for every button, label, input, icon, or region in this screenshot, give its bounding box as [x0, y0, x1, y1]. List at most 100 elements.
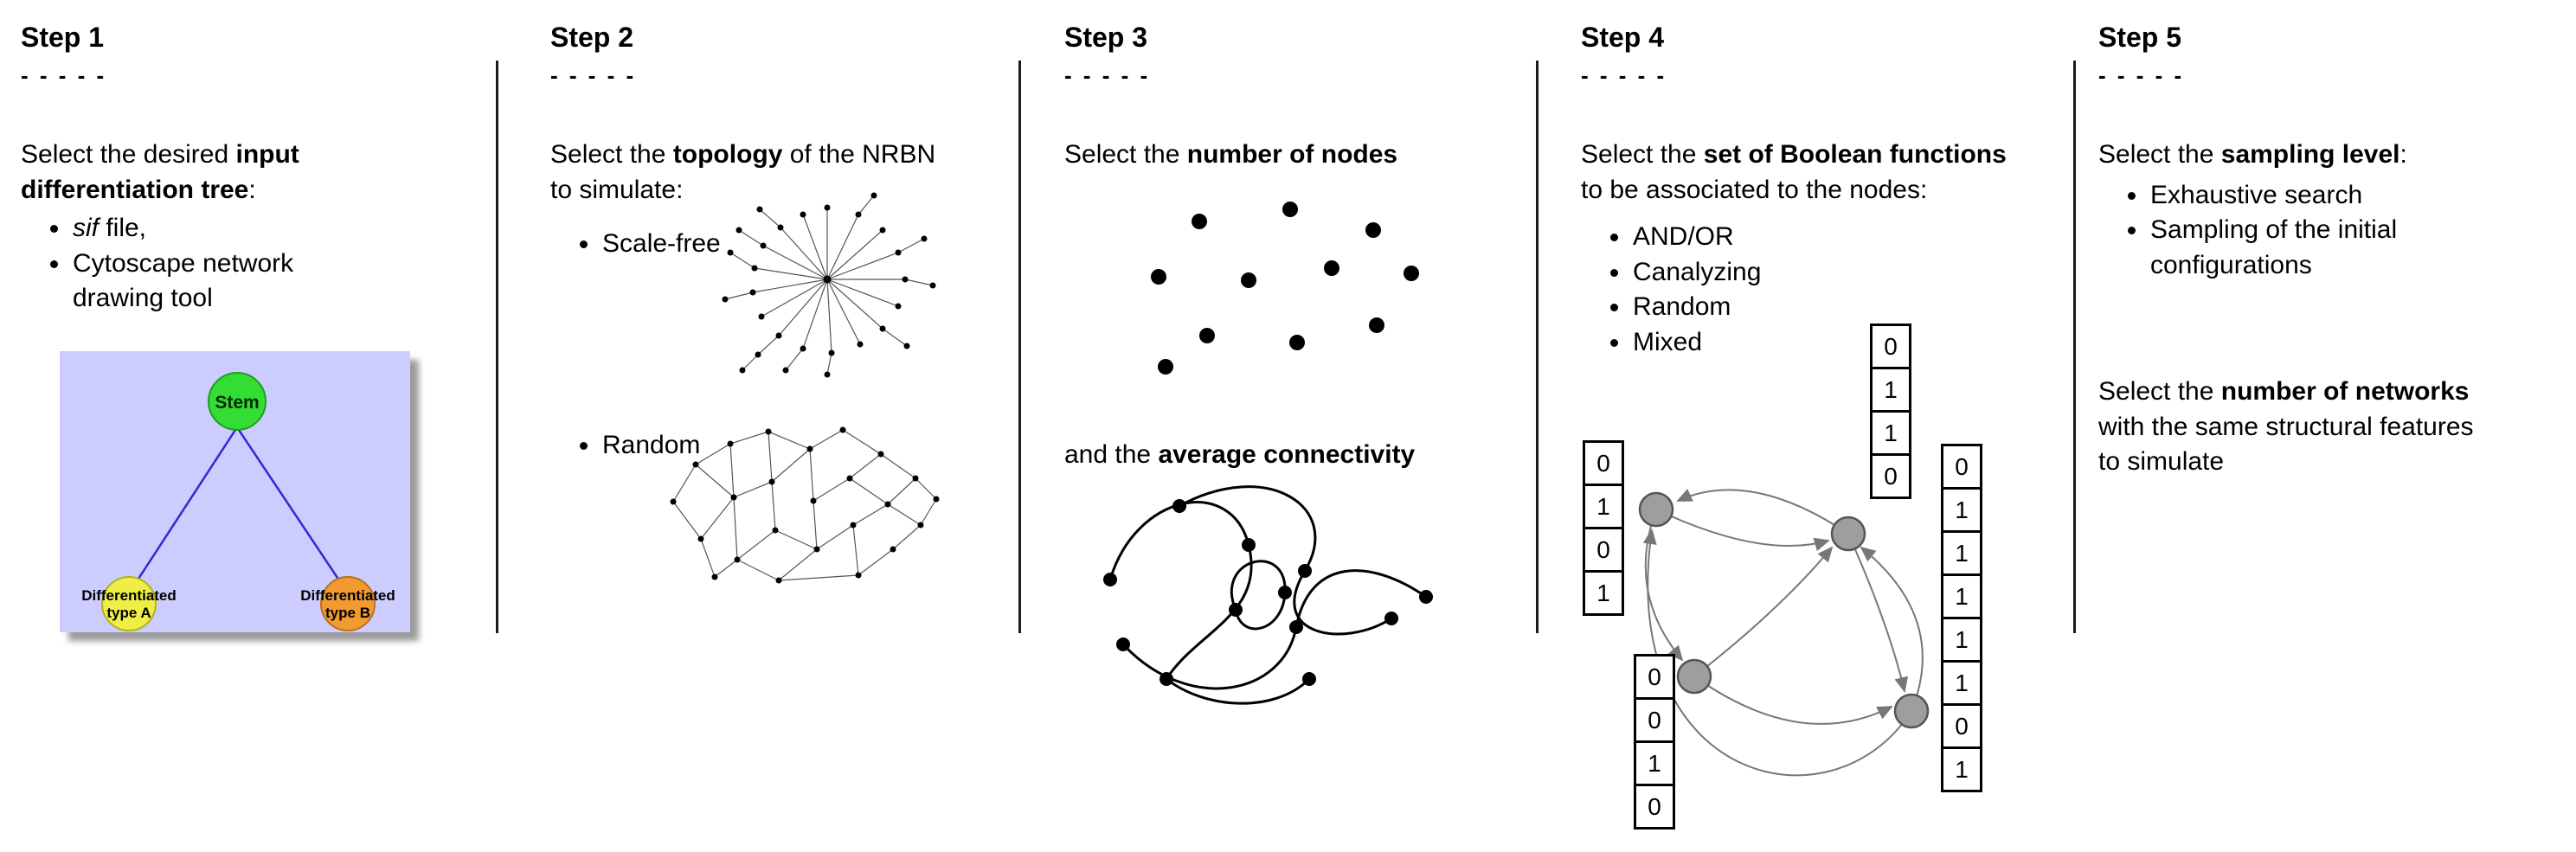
text-segment: of the NRBN to simulate:: [550, 140, 936, 204]
nodes-dots-image: [1117, 197, 1446, 392]
step1-title: Step 1: [21, 22, 105, 53]
truth-table-cell: 1: [1941, 487, 1982, 533]
boolean-network-arrows: [1642, 489, 1924, 777]
step2-dashes: - - - - -: [550, 62, 637, 88]
text-segment-bold: average connectivity: [1158, 439, 1416, 469]
boolean-network-nodes: [1638, 491, 1930, 729]
step3-paragraph-2: and the average connectivity: [1064, 438, 1545, 473]
column-divider: [2073, 61, 2076, 633]
text-segment: file,: [99, 214, 147, 242]
step4-bullet-list: AND/OR Canalyzing Random Mixed: [1581, 220, 2070, 360]
type-b-label-line1: Differentiated: [300, 587, 395, 604]
step5-dashes: - - - - -: [2098, 62, 2185, 88]
text-segment: to be associated to the nodes:: [1581, 175, 1928, 204]
step2-paragraph: Select the topology of the NRBN to simul…: [550, 138, 957, 208]
step2-column: Step 2 - - - - - Select the topology of …: [550, 22, 1022, 826]
truth-table-cell: 0: [1634, 654, 1675, 700]
connectivity-svg: [1103, 485, 1433, 705]
step3-column: Step 3 - - - - - Select the number of no…: [1064, 22, 1545, 826]
truth-table-cell: 0: [1583, 527, 1624, 573]
truth-table-cell: 1: [1870, 367, 1911, 413]
step4-column: Step 4 - - - - - Select the set of Boole…: [1581, 22, 2070, 850]
bullet-item-sampling: Sampling of the initial configurations: [2149, 213, 2470, 283]
boolean-node-c: [1676, 658, 1712, 695]
truth-table-top: 0 1 1 0: [1870, 324, 1911, 499]
differentiation-tree-svg: Stem Differentiated type A Differentiate…: [60, 350, 410, 632]
random-nodes: [670, 426, 940, 584]
text-segment-bold: number of nodes: [1186, 140, 1398, 169]
step4-dashes: - - - - -: [1581, 62, 1667, 88]
truth-table-cell: 0: [1941, 703, 1982, 749]
type-a-label-line2: type A: [106, 605, 151, 621]
boolean-node-a: [1638, 491, 1674, 528]
bullet-item-random: Random: [601, 428, 1022, 464]
truth-table-cell: 0: [1583, 440, 1624, 486]
connectivity-curves: [1108, 485, 1427, 705]
tree-edge-left: [127, 426, 239, 594]
step5-paragraph-1: Select the sampling level:: [2098, 138, 2566, 173]
stem-node: [208, 371, 267, 431]
step1-paragraph: Select the desired input differentiation…: [21, 138, 427, 208]
truth-table-cell: 1: [1941, 746, 1982, 792]
column-divider: [1018, 61, 1021, 633]
step2-bullet-list-1: Scale-free: [550, 227, 1022, 262]
bullet-item-exhaustive: Exhaustive search: [2149, 178, 2470, 214]
random-network-image: [658, 411, 952, 597]
connectivity-image: [1084, 458, 1448, 722]
text-segment-bold: number of networks: [2220, 377, 2470, 406]
step2-bullet-list-2: Random: [550, 428, 1022, 464]
truth-table-cell: 1: [1941, 660, 1982, 706]
text-segment: Select the: [1581, 140, 1704, 169]
stem-label: Stem: [215, 393, 259, 413]
truth-table-cell: 0: [1941, 444, 1982, 490]
scatter-dots: [1151, 202, 1419, 375]
bullet-item-and-or: AND/OR: [1631, 220, 2070, 255]
random-network-svg: [670, 426, 940, 584]
scale-free-nodes: [722, 192, 936, 378]
truth-table-cell: 1: [1634, 740, 1675, 786]
step5-paragraph-2: Select the number of networks with the s…: [2098, 375, 2496, 480]
bullet-item-random-fn: Random: [1631, 290, 2070, 325]
step3-paragraph-1: Select the number of nodes: [1064, 138, 1545, 173]
step1-dashes: - - - - -: [21, 62, 107, 88]
text-segment: Select the desired: [21, 140, 236, 169]
bullet-item-sif-file: sif file,: [71, 211, 350, 247]
step1-bullet-list: sif file, Cytoscape network drawing tool: [21, 211, 350, 317]
type-a-label-line1: Differentiated: [81, 587, 177, 604]
step3-title: Step 3: [1064, 22, 1148, 53]
scale-free-network-image: [697, 189, 957, 388]
random-edges: [672, 429, 937, 581]
nodes-dots-svg: [1151, 202, 1419, 375]
truth-table-cell: 0: [1870, 453, 1911, 499]
truth-table-cell: 1: [1583, 570, 1624, 616]
boolean-node-b: [1830, 516, 1866, 552]
text-segment: Select the: [2098, 140, 2221, 169]
boolean-node-d: [1893, 693, 1930, 729]
truth-table-right: 0 1 1 1 1 1 0 1: [1941, 444, 1982, 792]
truth-table-cell: 1: [1583, 484, 1624, 529]
text-segment-bold: set of Boolean functions: [1703, 140, 2007, 169]
column-divider: [1536, 61, 1539, 633]
text-segment-bold: topology: [672, 140, 783, 169]
type-a-node: [101, 575, 157, 631]
truth-table-cell: 1: [1941, 617, 1982, 663]
tree-edge-right: [235, 426, 350, 594]
bullet-item-mixed: Mixed: [1631, 325, 2070, 361]
step4-title: Step 4: [1581, 22, 1665, 53]
differentiation-tree-image: Stem Differentiated type A Differentiate…: [60, 350, 410, 632]
bullet-item-cytoscape: Cytoscape network drawing tool: [71, 247, 350, 317]
column-divider: [496, 61, 498, 633]
step2-title: Step 2: [550, 22, 634, 53]
step1-column: Step 1 - - - - - Select the desired inpu…: [21, 22, 488, 632]
truth-table-cell: 0: [1634, 697, 1675, 743]
text-segment: Select the: [550, 140, 673, 169]
scale-free-edges: [724, 195, 934, 375]
truth-table-cell: 1: [1870, 410, 1911, 456]
type-b-label-line2: type B: [325, 605, 370, 621]
text-segment: Select the: [1064, 140, 1187, 169]
truth-table-cell: 1: [1941, 573, 1982, 619]
step3-dashes: - - - - -: [1064, 62, 1151, 88]
bullet-item-canalyzing: Canalyzing: [1631, 255, 2070, 291]
text-segment-italic: sif: [73, 214, 99, 242]
